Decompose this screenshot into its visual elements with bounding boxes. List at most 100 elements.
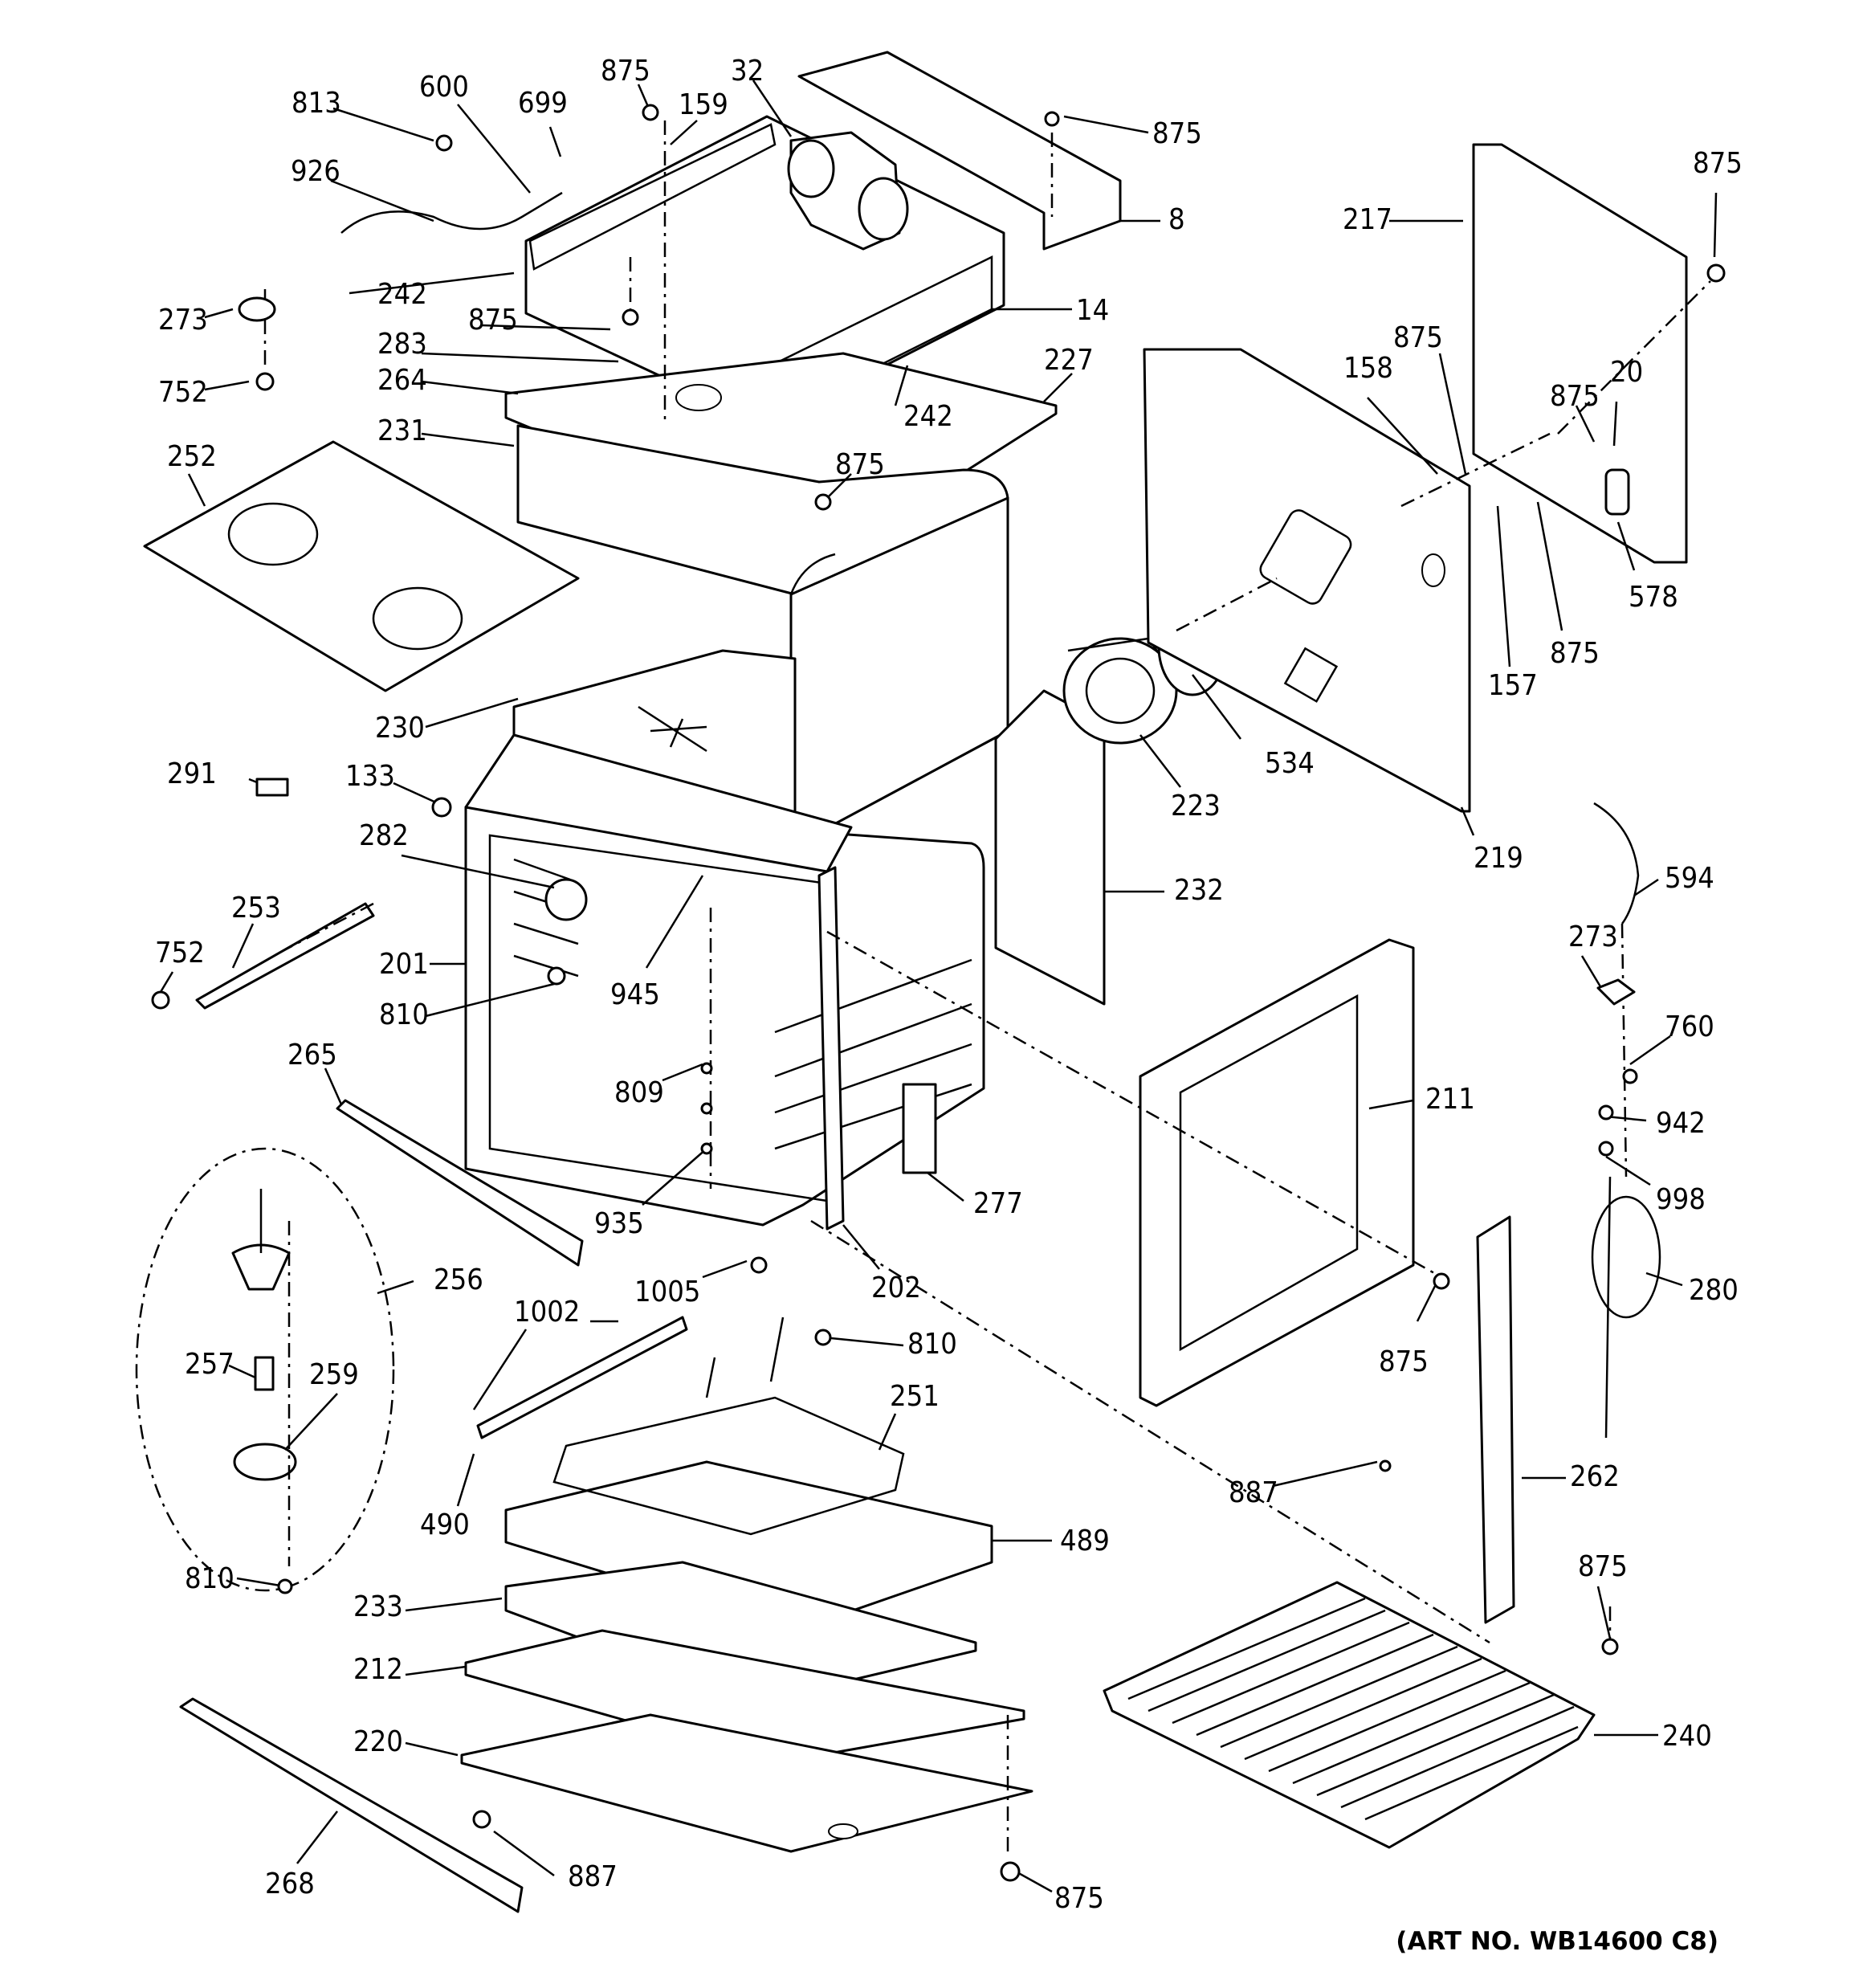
part-label: 489: [1060, 1525, 1110, 1557]
part-label: 875: [1578, 1550, 1628, 1583]
part-label: 259: [309, 1358, 359, 1391]
part-label: 158: [1343, 352, 1393, 385]
part-256-callout: [135, 1147, 395, 1592]
part-label: 875: [1379, 1345, 1429, 1378]
part-label: 600: [419, 71, 469, 104]
part-label: 578: [1629, 581, 1678, 614]
part-label: 268: [265, 1868, 315, 1900]
part-label: 273: [1568, 921, 1618, 953]
part-578-shape: [1604, 468, 1630, 516]
part-label: 133: [345, 760, 395, 793]
part-label: 875: [601, 55, 650, 88]
part-label: 223: [1171, 790, 1221, 823]
part-label: 217: [1343, 203, 1392, 236]
part-label: 231: [377, 414, 427, 447]
part-label: 32: [731, 55, 764, 88]
part-label: 283: [377, 328, 427, 361]
part-label: 752: [155, 937, 205, 970]
part-label: 14: [1076, 294, 1109, 327]
part-label: 942: [1656, 1107, 1706, 1140]
part-label: 242: [903, 400, 953, 433]
part-223-shape: [1062, 637, 1178, 745]
part-label: 202: [871, 1272, 921, 1304]
part-251-shape: [552, 1396, 905, 1536]
part-489-shape: [504, 1460, 993, 1632]
part-label: 242: [377, 278, 427, 311]
part-label: 813: [291, 87, 341, 120]
part-label: 1002: [514, 1296, 580, 1329]
part-label: 752: [158, 376, 208, 409]
part-212-shape: [464, 1629, 1025, 1765]
part-label: 875: [1054, 1882, 1104, 1915]
part-label: 810: [907, 1328, 957, 1361]
part-label: 490: [420, 1508, 470, 1541]
part-label: 257: [185, 1348, 234, 1381]
part-label: 227: [1044, 344, 1094, 377]
part-280-shape: [1591, 1195, 1661, 1319]
part-227-shape: [504, 352, 1058, 556]
part-277-shape: [902, 1083, 937, 1174]
part-label: 8: [1168, 203, 1185, 236]
part-label: 265: [287, 1039, 337, 1072]
part-label: 926: [291, 155, 340, 188]
part-label: 875: [468, 304, 518, 337]
alignment-lines: [263, 120, 1711, 1855]
part-label: 875: [1693, 147, 1743, 180]
part-label: 875: [1550, 380, 1600, 413]
part-label: 760: [1665, 1010, 1714, 1043]
part-233-shape: [504, 1561, 977, 1704]
part-217-shape: [1472, 143, 1688, 564]
part-291-shape: [255, 778, 289, 797]
part-label: 810: [185, 1562, 234, 1595]
hardware-screws: [151, 104, 1726, 1882]
part-label: 20: [1610, 356, 1643, 389]
part-202-shape: [817, 866, 845, 1231]
part-label: 945: [610, 978, 660, 1011]
part-label: 935: [594, 1207, 644, 1240]
part-label: 264: [377, 364, 427, 397]
part-label: 699: [518, 87, 568, 120]
part-label: 240: [1662, 1720, 1712, 1753]
part-490-shape: [476, 1316, 688, 1439]
part-253-shape: [195, 902, 375, 1010]
part-220-shape: [460, 1713, 1033, 1853]
leader-lines: [159, 80, 1718, 1893]
part-label: 159: [679, 88, 728, 121]
part-211-shape: [1139, 938, 1415, 1407]
part-label: 212: [353, 1653, 403, 1686]
part-label: 252: [167, 440, 217, 473]
part-252-shape: [143, 440, 580, 692]
part-label: 875: [835, 448, 885, 481]
part-label: 534: [1265, 747, 1315, 780]
part-label: 291: [167, 757, 217, 790]
part-219-shape: [1143, 348, 1471, 813]
part-label: 280: [1689, 1274, 1739, 1307]
part-926-shape: [340, 191, 563, 234]
part-label: 875: [1393, 321, 1443, 354]
part-label: 233: [353, 1590, 403, 1623]
part-label: 253: [231, 892, 281, 925]
part-label: 282: [359, 819, 409, 852]
part-label: 1005: [634, 1276, 700, 1308]
part-232-shape: [994, 689, 1106, 1006]
part-label: 809: [614, 1076, 664, 1109]
part-number-labels: 813 600 699 875 159 32 875 8 926 242 875…: [155, 55, 1743, 1915]
part-259-shape: [233, 1443, 297, 1481]
part-label: 219: [1474, 842, 1523, 875]
part-label: 262: [1570, 1460, 1620, 1493]
part-282-shape: [544, 878, 588, 921]
part-268-shape: [179, 1697, 524, 1913]
part-label: 887: [1229, 1476, 1278, 1509]
art-number-caption: (ART NO. WB14600 C8): [1396, 1927, 1718, 1956]
part-label: 220: [353, 1725, 403, 1758]
part-257-shape: [254, 1356, 275, 1391]
part-label: 230: [375, 712, 425, 745]
part-label: 211: [1425, 1083, 1475, 1116]
part-262-shape: [1476, 1215, 1515, 1624]
part-label: 277: [973, 1187, 1023, 1220]
part-label: 157: [1488, 669, 1538, 702]
part-label: 875: [1550, 637, 1600, 670]
part-label: 998: [1656, 1183, 1706, 1216]
part-201-shape: [464, 806, 985, 1227]
